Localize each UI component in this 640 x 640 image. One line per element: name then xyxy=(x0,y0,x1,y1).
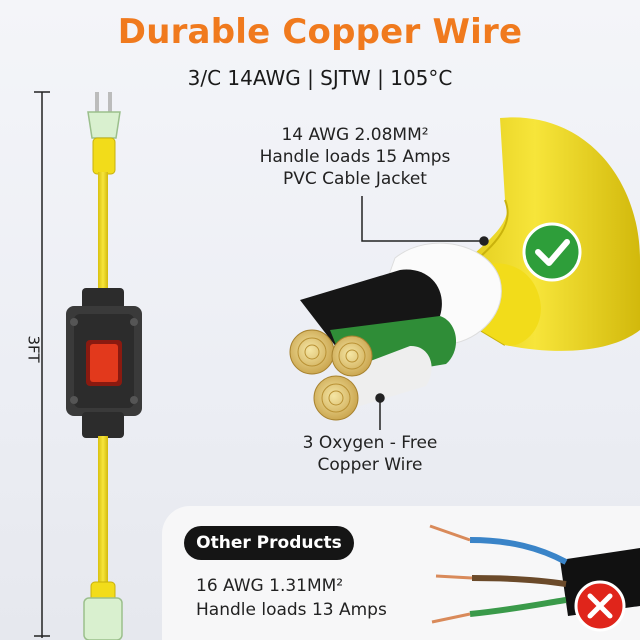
other-spec-gauge: 16 AWG 1.31MM² xyxy=(196,576,344,596)
cable-spec-subtitle: 3/C 14AWG | SJTW | 105°C xyxy=(187,66,453,90)
check-icon xyxy=(522,222,582,282)
copper-callout: 3 Oxygen - Free Copper Wire xyxy=(270,432,470,476)
extension-cord xyxy=(66,92,142,640)
copper-line-1: 3 Oxygen - Free xyxy=(302,433,438,453)
spec-line-load: Handle loads 15 Amps xyxy=(259,147,451,167)
length-dimension-line xyxy=(34,91,50,638)
copper-line-2: Copper Wire xyxy=(317,455,423,475)
other-products-spec: 16 AWG 1.31MM² Handle loads 13 Amps xyxy=(196,574,416,622)
other-products-badge: Other Products xyxy=(184,526,354,560)
page-title: Durable Copper Wire xyxy=(117,12,523,52)
spec-leader-line xyxy=(361,196,489,246)
spec-line-jacket: PVC Cable Jacket xyxy=(283,169,427,189)
spec-line-gauge: 14 AWG 2.08MM² xyxy=(281,125,429,145)
spec-callout: 14 AWG 2.08MM² Handle loads 15 Amps PVC … xyxy=(240,124,470,190)
length-label: 3FT xyxy=(24,335,43,363)
other-spec-load: Handle loads 13 Amps xyxy=(196,600,387,620)
copper-leader-line xyxy=(375,393,385,430)
